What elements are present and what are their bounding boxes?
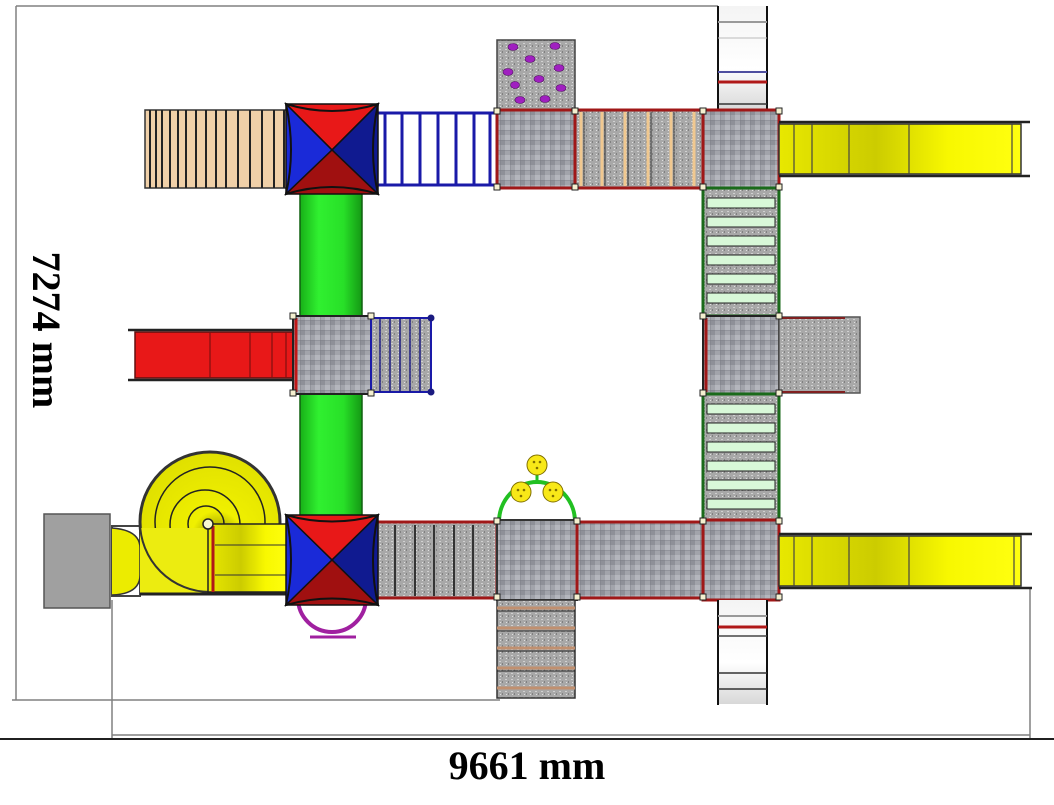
yellow-slide-top — [778, 120, 1030, 178]
purple-hoop — [296, 597, 368, 639]
platform-top-center — [495, 108, 577, 190]
slatted-bridge-top — [573, 108, 705, 190]
access-ladder-bottom — [717, 600, 768, 705]
green-slat-bridge-upper — [701, 186, 781, 318]
slatted-bridge-bottom-left — [373, 520, 499, 600]
blue-ladder-bridge — [374, 111, 500, 187]
dimension-lines — [12, 5, 1031, 738]
spiral-slide — [111, 450, 291, 597]
pyramid-roof-top — [284, 102, 380, 196]
pyramid-roof-bottom — [284, 513, 380, 607]
height-dimension-label: 7274 mm — [24, 251, 69, 409]
green-slat-bridge-lower — [701, 392, 781, 524]
platform-middle-right — [702, 315, 780, 395]
stair-ladder-bottom — [496, 599, 576, 699]
post-caps — [289, 107, 783, 601]
platform-middle-left — [292, 315, 372, 395]
climbing-wall — [496, 39, 576, 111]
width-dimension-label: 9661 mm — [448, 743, 606, 788]
blue-step-ladder — [370, 314, 435, 396]
platform-bottom — [575, 520, 705, 600]
gray-ramp-panel — [778, 316, 861, 394]
red-slide — [128, 328, 296, 382]
gray-landing-panel — [43, 513, 111, 609]
platform-bottom-center — [496, 519, 578, 601]
flower-arch — [497, 454, 577, 523]
platform-top-right — [701, 108, 781, 190]
wooden-slat-bridge — [144, 109, 291, 189]
yellow-slide-bottom — [778, 532, 1032, 590]
access-ladder-top — [717, 6, 768, 110]
platform-bottom-right — [701, 518, 781, 602]
